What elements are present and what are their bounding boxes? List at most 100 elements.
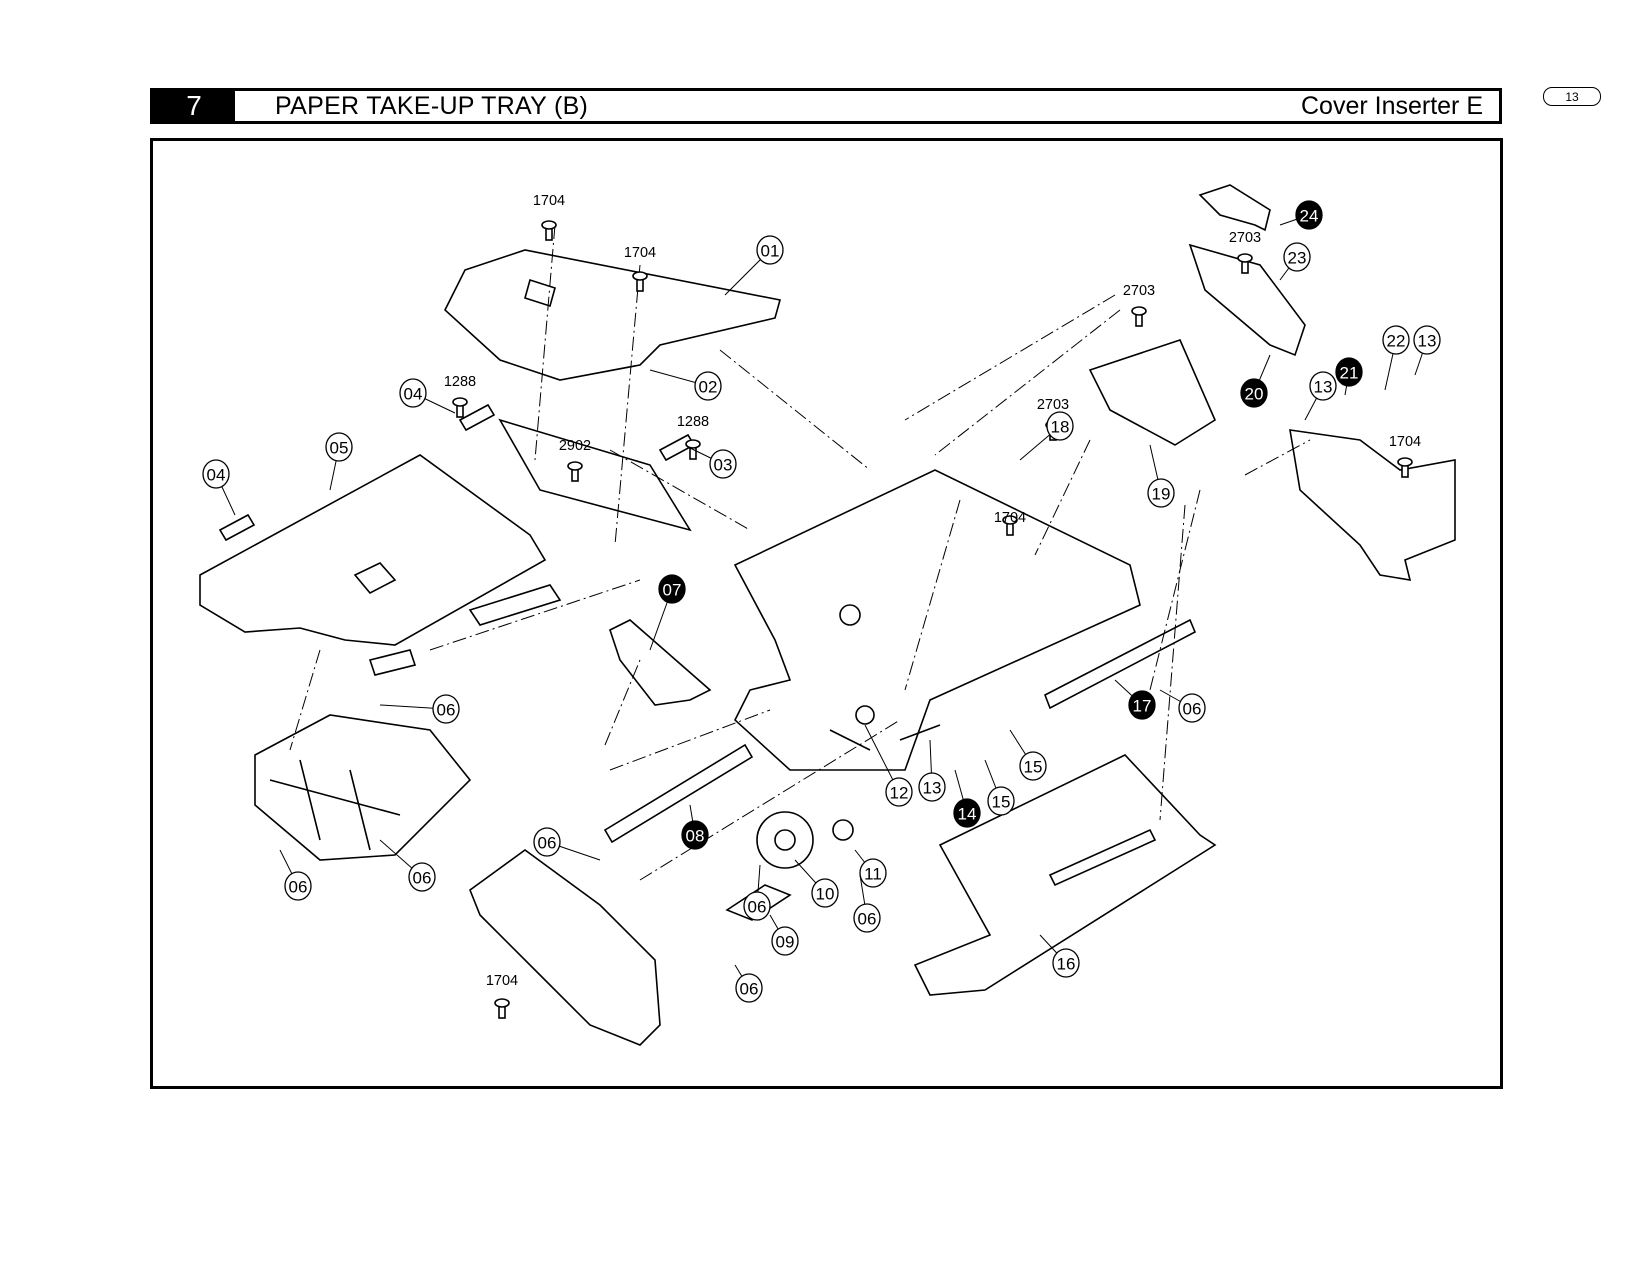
callout-circle xyxy=(325,432,353,462)
screw-label: 1704 xyxy=(994,510,1026,526)
callout-16: 16 xyxy=(1039,934,1080,978)
callout-06: 06 xyxy=(734,964,763,1003)
callout-14: 14 xyxy=(953,769,981,828)
callout-circle xyxy=(987,786,1015,816)
screw-1704: 1704 xyxy=(1389,434,1421,478)
callout-label: 19 xyxy=(1152,485,1171,504)
callout-label: 15 xyxy=(1024,758,1043,777)
lever xyxy=(609,619,712,706)
screw-icon xyxy=(452,397,468,407)
screw-label: 2703 xyxy=(1123,283,1155,299)
right-side-frame xyxy=(1289,429,1456,581)
screw-icon xyxy=(1397,457,1413,467)
screw-icon xyxy=(494,998,510,1008)
callout-17: 17 xyxy=(1114,679,1156,720)
callout-circle xyxy=(1283,242,1311,272)
callout-circle xyxy=(533,827,561,857)
callout-circle xyxy=(1295,200,1323,230)
callout-06: 06 xyxy=(853,874,881,933)
callout-circle xyxy=(399,378,427,408)
screw-1704: 1704 xyxy=(533,193,565,241)
callout-label: 01 xyxy=(761,242,780,261)
page-number: 13 xyxy=(1543,87,1601,106)
callout-06: 06 xyxy=(379,694,460,724)
section-number: 7 xyxy=(153,90,235,121)
assembly-lines xyxy=(289,224,1311,881)
callout-22: 22 xyxy=(1382,325,1410,391)
callout-label: 12 xyxy=(890,784,909,803)
callout-label: 22 xyxy=(1387,332,1406,351)
callout-label: 06 xyxy=(740,980,759,999)
screw-2703: 2703 xyxy=(1123,283,1155,327)
callout-circle xyxy=(1240,378,1268,408)
callout-label: 06 xyxy=(289,878,308,897)
callout-circle xyxy=(859,858,887,888)
callout-circle xyxy=(1128,690,1156,720)
callout-circle xyxy=(885,777,913,807)
callout-label: 13 xyxy=(1418,332,1437,351)
callout-circle xyxy=(1019,751,1047,781)
callout-circle xyxy=(1046,411,1074,441)
screw-label: 2703 xyxy=(1037,397,1069,413)
callout-03: 03 xyxy=(689,447,737,479)
callout-label: 06 xyxy=(413,869,432,888)
paper-guide-plate xyxy=(199,454,562,676)
diagram-frame xyxy=(150,138,1503,1089)
screw-icon xyxy=(541,220,557,230)
screw-label: 1704 xyxy=(624,245,656,261)
callout-label: 04 xyxy=(404,385,423,404)
callout-05: 05 xyxy=(325,432,353,491)
callout-circle xyxy=(918,772,946,802)
callout-circle xyxy=(1309,371,1337,401)
callout-01: 01 xyxy=(724,235,784,296)
callout-circle xyxy=(1382,325,1410,355)
callout-label: 03 xyxy=(714,456,733,475)
callout-circle xyxy=(1147,478,1175,508)
callout-label: 13 xyxy=(923,779,942,798)
callout-circle xyxy=(694,371,722,401)
screw-label: 1704 xyxy=(1389,434,1421,450)
screw-2902: 2902 xyxy=(559,438,591,482)
product-name: Cover Inserter E xyxy=(1300,91,1483,120)
callout-label: 21 xyxy=(1340,364,1359,383)
callout-circle xyxy=(1052,948,1080,978)
callout-label: 18 xyxy=(1051,418,1070,437)
callout-13: 13 xyxy=(918,739,946,802)
callout-label: 06 xyxy=(1183,700,1202,719)
callout-circle xyxy=(202,459,230,489)
callout-circle xyxy=(284,871,312,901)
tray-bottom-cover xyxy=(913,754,1217,996)
callout-label: 02 xyxy=(699,378,718,397)
callout-15: 15 xyxy=(1009,729,1047,781)
callout-label: 24 xyxy=(1300,207,1319,226)
callout-label: 23 xyxy=(1288,249,1307,268)
screw-icon xyxy=(1237,253,1253,263)
callout-06: 06 xyxy=(533,827,601,861)
left-side-frame xyxy=(469,849,661,1046)
section-header: 7 PAPER TAKE-UP TRAY (B) Cover Inserter … xyxy=(150,88,1502,124)
callout-20: 20 xyxy=(1240,354,1271,408)
callout-circle xyxy=(432,694,460,724)
callout-02: 02 xyxy=(649,369,722,401)
callout-circle xyxy=(953,798,981,828)
sensors xyxy=(218,403,696,542)
callout-label: 09 xyxy=(776,933,795,952)
callout-label: 15 xyxy=(992,793,1011,812)
callout-label: 13 xyxy=(1314,378,1333,397)
callout-label: 11 xyxy=(864,865,882,884)
rails xyxy=(603,618,1197,844)
callout-label: 10 xyxy=(816,885,835,904)
callout-circle xyxy=(681,820,709,850)
callout-label: 06 xyxy=(858,910,877,929)
callout-09: 09 xyxy=(769,914,799,956)
screw-icon xyxy=(685,439,701,449)
callout-04: 04 xyxy=(202,459,236,516)
callout-label: 14 xyxy=(958,805,977,824)
screw-1288: 1288 xyxy=(444,374,476,418)
callout-24: 24 xyxy=(1279,200,1323,230)
callout-label: 17 xyxy=(1133,697,1152,716)
callout-18: 18 xyxy=(1019,411,1074,461)
callout-label: 06 xyxy=(437,701,456,720)
callout-08: 08 xyxy=(681,804,709,850)
